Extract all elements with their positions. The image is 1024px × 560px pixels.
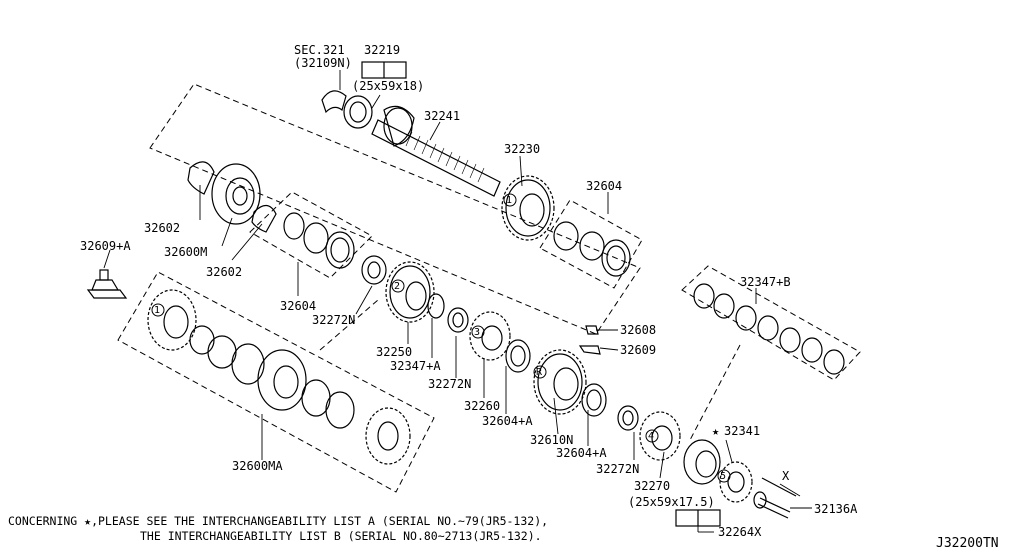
star-marker-icon: ★ [712, 424, 720, 438]
label-32272n-1: 32272N [312, 313, 356, 327]
gear-32341 [719, 461, 753, 503]
label-32264x: 32264X [718, 525, 762, 539]
marker-3: 3 [474, 327, 481, 338]
label-32609: 32609 [620, 343, 657, 357]
gear-set-group-outline [117, 271, 435, 493]
sync-group-right-outline [539, 199, 643, 289]
label-32241: 32241 [424, 109, 461, 123]
rear-bearing [675, 439, 721, 527]
label-32347b: 32347+B [740, 275, 791, 289]
marker-5: 5 [720, 471, 727, 482]
label-sec-321: SEC.321 [294, 43, 345, 57]
mainshaft-group-outline [149, 83, 641, 335]
bolt-32136a [753, 477, 797, 519]
label-32341: 32341 [724, 424, 761, 438]
sync-ring-left [283, 212, 355, 269]
shim-set-32347b [693, 283, 845, 375]
label-32604a-1: 32604+A [482, 414, 533, 428]
label-32219: 32219 [364, 43, 401, 57]
shim-group-outline [681, 265, 861, 381]
needle-bearing-3 [617, 405, 639, 431]
label-dim-25x59x17-5: (25x59x17.5) [628, 495, 715, 509]
gear-set-32600ma [147, 289, 411, 465]
sync-ring-32604a-1 [505, 339, 531, 373]
sync-group-outline [249, 191, 373, 279]
marker-4: 4 [648, 431, 655, 442]
label-32136a: 32136A [814, 502, 858, 516]
sync-ring-right [553, 221, 631, 277]
label-32609a: 32609+A [80, 239, 131, 253]
label-32602-top: 32602 [144, 221, 181, 235]
label-32600ma: 32600MA [232, 459, 283, 473]
label-dim-25x59x18: (25x59x18) [352, 79, 425, 93]
dashed-group-outlines [117, 83, 861, 493]
detent-part-32609a [86, 269, 128, 299]
needle-bearing-2 [447, 307, 469, 333]
label-32260: 32260 [464, 399, 501, 413]
gear-32610n [533, 349, 587, 415]
main-drive-shaft [371, 105, 501, 197]
x-dimension-arrow [779, 483, 801, 497]
marker-1-left: 1 [154, 305, 161, 316]
marker-r: R [536, 367, 543, 378]
footnote-line-1: CONCERNING ★,PLEASE SEE THE INTERCHANGEA… [8, 514, 549, 528]
detent-parts [578, 325, 601, 355]
sync-hub-32600m [187, 161, 277, 233]
gear-32270 [639, 411, 681, 461]
label-32600m: 32600M [164, 245, 208, 259]
label-32610n: 32610N [530, 433, 574, 447]
marker-circles [151, 193, 731, 483]
label-32604a-2: 32604+A [556, 446, 607, 460]
label-32608: 32608 [620, 323, 657, 337]
marker-1: 1 [506, 195, 513, 206]
label-32602-bottom: 32602 [206, 265, 243, 279]
label-32250: 32250 [376, 345, 413, 359]
footnote-line-2: THE INTERCHANGEABILITY LIST B (SERIAL NO… [140, 529, 542, 543]
thrust-washer-32347a [427, 293, 445, 319]
marker-2: 2 [394, 281, 401, 292]
diagram-code: J32200TN [936, 536, 999, 551]
label-32347a: 32347+A [390, 359, 441, 373]
gear-32260 [469, 311, 511, 361]
leader-lines [103, 70, 812, 533]
label-x: X [782, 469, 790, 483]
label-32604-right: 32604 [586, 179, 623, 193]
label-sec-ref: (32109N) [294, 56, 352, 70]
label-32272n-3: 32272N [596, 462, 640, 476]
label-32270: 32270 [634, 479, 671, 493]
gear-32250 [385, 261, 435, 323]
gear-32230 [501, 175, 555, 241]
front-bearing [321, 61, 407, 129]
label-32604-left: 32604 [280, 299, 317, 313]
sync-ring-32604a-2 [581, 383, 607, 417]
label-32230: 32230 [504, 142, 541, 156]
label-32272n-2: 32272N [428, 377, 472, 391]
needle-bearing-1 [361, 255, 387, 285]
